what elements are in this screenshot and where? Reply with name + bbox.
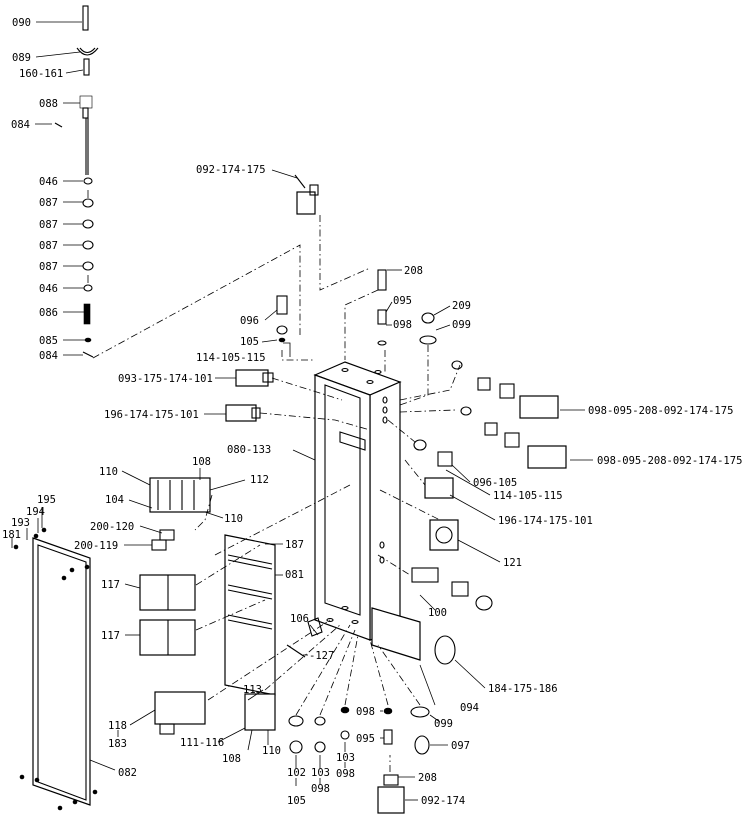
assembly-lines [92,215,461,772]
label-195: 195 [37,494,56,506]
label-099-bottom: 099 [434,718,453,730]
label-196-174-175-101-lower: 196-174-175-101 [498,515,593,527]
label-108-top: 108 [192,456,211,468]
label-096-105: 096-105 [473,477,517,489]
part-labels: 090 089 160-161 088 084 046 087 087 087 … [2,17,742,807]
label-114-105-115-top: 114-105-115 [196,352,266,364]
label-095-top: 095 [393,295,412,307]
label-098-under-103a: 098 [311,783,330,795]
label-102: 102 [287,767,306,779]
label-160-161: 160-161 [19,68,63,80]
label-111-116: 111-116 [180,737,224,749]
components [139,174,567,814]
label-085: 085 [39,335,58,347]
label-098-095-208-092-174-175-b: 098-095-208-092-174-175 [597,455,742,467]
label-200-120: 200-120 [90,521,134,533]
label-113: 113 [243,684,262,696]
label-117-upper: 117 [101,579,120,591]
label-084-bottom: 084 [39,350,58,362]
label-110-mid: 110 [224,513,243,525]
label-089: 089 [12,52,31,64]
din-plate-081 [224,534,276,696]
label-194: 194 [26,506,45,518]
label-187: 187 [285,539,304,551]
label-117-lower: 117 [101,630,120,642]
label-087-2: 087 [39,219,58,231]
label-106: 106 [290,613,309,625]
label-110-top: 110 [99,466,118,478]
label-208-bottom: 208 [418,772,437,784]
label-121: 121 [503,557,522,569]
label-093-175-174-101: 093-175-174-101 [118,373,213,385]
label-046-upper: 046 [39,176,58,188]
label-103-a: 103 [311,767,330,779]
label-046-lower: 046 [39,283,58,295]
door-panel-082 [13,527,98,811]
label-087-4: 087 [39,261,58,273]
label-096: 096 [240,315,259,327]
label-092-174-175-top: 092-174-175 [196,164,266,176]
label-100: 100 [428,607,447,619]
label-108-bottom: 108 [222,753,241,765]
label-193: 193 [11,517,30,529]
label-098-under-103b: 098 [336,768,355,780]
label-114-105-115-lower: 114-105-115 [493,490,563,502]
leader-lines-main [11,169,593,801]
label-098-bottom: 098 [356,706,375,718]
label-098-top: 098 [393,319,412,331]
label-092-174: 092-174 [421,795,465,807]
label-088: 088 [39,98,58,110]
label-081: 081 [285,569,304,581]
label-097: 097 [451,740,470,752]
label-082: 082 [118,767,137,779]
label-181: 181 [2,529,21,541]
enclosure-080 [313,361,402,641]
label-090: 090 [12,17,31,29]
label-196-174-175-101-upper: 196-174-175-101 [104,409,199,421]
label-209: 209 [452,300,471,312]
label-087-3: 087 [39,240,58,252]
leader-lines-left [35,21,85,356]
label-086: 086 [39,307,58,319]
label-103-b: 103 [336,752,355,764]
rod-assembly [54,5,99,358]
label-095-bottom: 095 [356,733,375,745]
label-183: 183 [108,738,127,750]
label-080-133: 080-133 [227,444,271,456]
label-208-top: 208 [404,265,423,277]
label-118: 118 [108,720,127,732]
label-127: -127 [309,650,334,662]
label-112: 112 [250,474,269,486]
label-087-1: 087 [39,197,58,209]
label-105-bottom: 105 [287,795,306,807]
label-084-top: 084 [11,119,30,131]
label-110-bottom: 110 [262,745,281,757]
label-094: 094 [460,702,479,714]
label-184-175-186: 184-175-186 [488,683,558,695]
label-105-top: 105 [240,336,259,348]
label-098-095-208-092-174-175-a: 098-095-208-092-174-175 [588,405,733,417]
label-200-119: 200-119 [74,540,118,552]
label-104: 104 [105,494,124,506]
label-099-top: 099 [452,319,471,331]
